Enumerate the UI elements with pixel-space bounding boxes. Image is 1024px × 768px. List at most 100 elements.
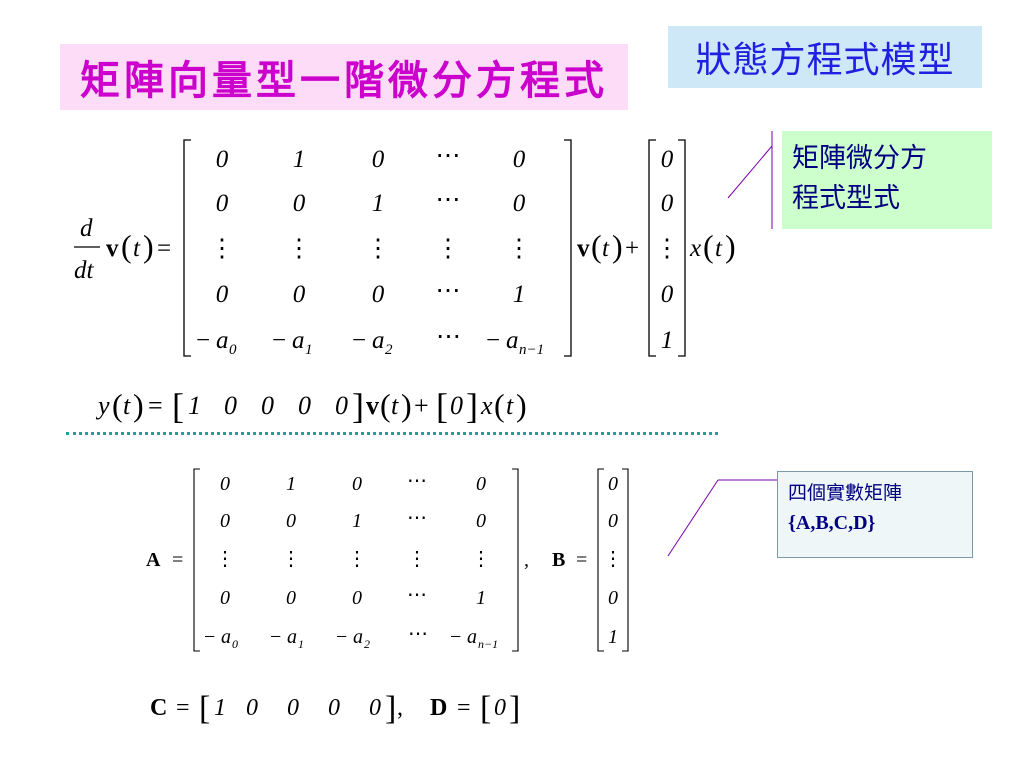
- A-cell: ⋮: [281, 548, 301, 570]
- A-label: A: [146, 549, 161, 571]
- matrix-cell: ⋯: [436, 186, 461, 213]
- matrix-cell: ⋮: [210, 235, 235, 262]
- C-entry: 0: [287, 695, 299, 721]
- input-vector-body: 0 0 ⋮ 0 1: [655, 146, 680, 354]
- C-label: C: [150, 695, 167, 721]
- C-entry: 0: [246, 695, 258, 721]
- section-badge-text: 狀態方程式模型: [695, 40, 955, 81]
- sub: n−1: [519, 342, 544, 358]
- A-cell: 1: [352, 510, 362, 532]
- minus: −: [352, 327, 366, 354]
- coef-a: a: [221, 626, 231, 648]
- A-cell: ⋮: [347, 548, 367, 570]
- equals: =: [157, 235, 171, 262]
- t: t: [715, 235, 723, 262]
- A-cell: 0: [220, 510, 230, 532]
- sub: 0: [229, 342, 237, 358]
- matrix-cell: 0: [372, 281, 385, 308]
- note-four-matrices: 四個實數矩陣 {A,B,C,D}: [777, 471, 973, 558]
- coef-a: a: [292, 327, 305, 354]
- D-label: D: [430, 695, 447, 721]
- paren: (: [703, 228, 714, 264]
- C-entry: 0: [328, 695, 340, 721]
- note-blue-line-2: {A,B,C,D}: [788, 512, 876, 534]
- paren: (: [494, 387, 505, 423]
- dots: ⋯: [436, 323, 461, 350]
- t: t: [506, 391, 514, 420]
- matrix-bracket-right: [564, 139, 572, 357]
- bracket: [: [172, 386, 184, 426]
- equals: =: [172, 549, 183, 571]
- B-cell: 0: [608, 473, 618, 495]
- sub: n−1: [478, 637, 498, 651]
- c-entry: 0: [261, 391, 274, 420]
- note-blue-line-1: 四個實數矩陣: [788, 482, 903, 504]
- A-cell: 1: [286, 473, 296, 495]
- A-cell: ⋯: [407, 470, 427, 492]
- t: t: [602, 235, 610, 262]
- equals: =: [176, 695, 190, 721]
- coef-a: a: [506, 327, 519, 354]
- callout-line-green: [727, 145, 773, 199]
- section-divider: [66, 432, 718, 435]
- A-cell: 0: [220, 587, 230, 609]
- B-bracket-left: [597, 468, 604, 652]
- minus: −: [486, 327, 500, 354]
- A-cell: 0: [352, 587, 362, 609]
- matrix-cell: 0: [372, 146, 385, 173]
- D-entry: 0: [494, 695, 506, 721]
- minus: −: [196, 327, 210, 354]
- bracket: [: [480, 690, 491, 727]
- plus: +: [625, 235, 639, 262]
- matrix-cell: 1: [372, 190, 385, 217]
- paren: ): [725, 228, 736, 264]
- matrix-cell: ⋯: [436, 277, 461, 304]
- A-cell: 0: [352, 473, 362, 495]
- t: t: [133, 235, 141, 262]
- vector-cell: ⋮: [655, 235, 680, 262]
- c-entry: 0: [298, 391, 311, 420]
- vector-bracket-right: [678, 139, 686, 357]
- vector-cell: 0: [661, 190, 674, 217]
- matrix-bracket-left: [183, 139, 191, 357]
- B-bracket-right: [622, 468, 629, 652]
- t: t: [391, 391, 399, 420]
- A-matrix-last-row: − a 0 − a 1 − a 2 ⋯ − a n−1: [204, 623, 498, 651]
- paren: (: [380, 387, 391, 423]
- state-equation: d dt v ( t ) = 0 1 0 ⋯ 0 0 0 1 ⋯ 0 ⋮ ⋮ ⋮…: [74, 139, 736, 358]
- callout-line-blue: [667, 479, 719, 557]
- matrix-cell: 0: [216, 190, 229, 217]
- coef-a: a: [287, 626, 297, 648]
- comma: ,: [524, 549, 529, 571]
- A-cell: ⋮: [471, 548, 491, 570]
- minus: −: [270, 626, 281, 648]
- A-cell: ⋯: [407, 584, 427, 606]
- A-cell: 0: [476, 473, 486, 495]
- cd-definitions: C = [ 1 0 0 0 0 ] , D = [ 0 ]: [150, 690, 520, 727]
- bracket: [: [199, 690, 210, 727]
- deriv-dt: dt: [74, 257, 95, 284]
- note-matrix-diff-form: 矩陣微分方 程式型式: [782, 131, 992, 229]
- bracket: [: [436, 386, 448, 426]
- A-matrix-body: 0 1 0 ⋯ 0 0 0 1 ⋯ 0 ⋮ ⋮ ⋮ ⋮ ⋮ 0 0 0 ⋯ 1: [215, 470, 491, 609]
- coef-a: a: [216, 327, 229, 354]
- matrix-cell: 0: [513, 190, 526, 217]
- sub: 1: [298, 637, 304, 651]
- matrix-cell: ⋮: [507, 235, 532, 262]
- note-green-line-2: 程式型式: [792, 183, 900, 214]
- matrix-cell: ⋮: [366, 235, 391, 262]
- paren: ): [143, 228, 154, 264]
- state-matrix-body: 0 1 0 ⋯ 0 0 0 1 ⋯ 0 ⋮ ⋮ ⋮ ⋮ ⋮ 0 0 0 ⋯ 1: [210, 142, 532, 308]
- minus: −: [204, 626, 215, 648]
- equals: =: [576, 549, 587, 571]
- matrix-cell: 1: [293, 146, 306, 173]
- paren: ): [133, 387, 144, 423]
- vector-cell: 0: [661, 146, 674, 173]
- matrix-cell: ⋯: [436, 142, 461, 169]
- minus: −: [272, 327, 286, 354]
- paren: ): [401, 387, 412, 423]
- v: v: [366, 391, 379, 420]
- section-badge: 狀態方程式模型: [668, 26, 982, 88]
- C-entry: 0: [369, 695, 381, 721]
